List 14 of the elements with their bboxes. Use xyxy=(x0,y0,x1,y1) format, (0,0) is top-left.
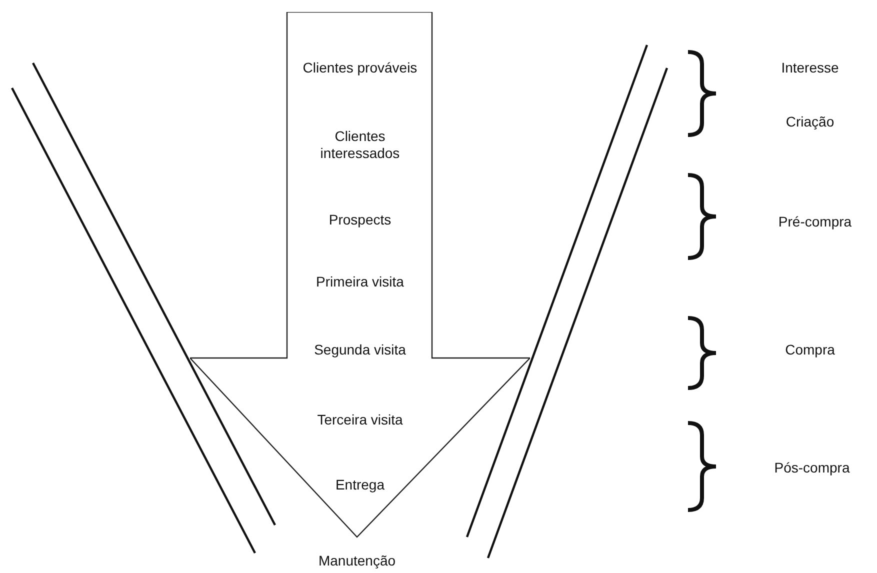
stage-label: Clientes prováveis xyxy=(302,60,418,76)
stage-label: Clientes interessados xyxy=(319,128,401,162)
phase-label: Pós-compra xyxy=(774,460,850,476)
down-arrow-shape xyxy=(190,12,530,538)
phase-label: Interesse xyxy=(781,60,839,76)
phase-label: Compra xyxy=(785,342,835,358)
stage-label: Manutenção xyxy=(318,552,396,570)
stage-label: Entrega xyxy=(334,476,386,494)
stage-label: Segunda visita xyxy=(313,342,407,358)
phase-label: Criação xyxy=(786,114,834,130)
stage-label: Primeira visita xyxy=(315,274,405,290)
phase-label: Pré-compra xyxy=(778,214,852,230)
stage-label: Prospects xyxy=(328,212,392,228)
stage-label: Terceira visita xyxy=(316,412,404,428)
